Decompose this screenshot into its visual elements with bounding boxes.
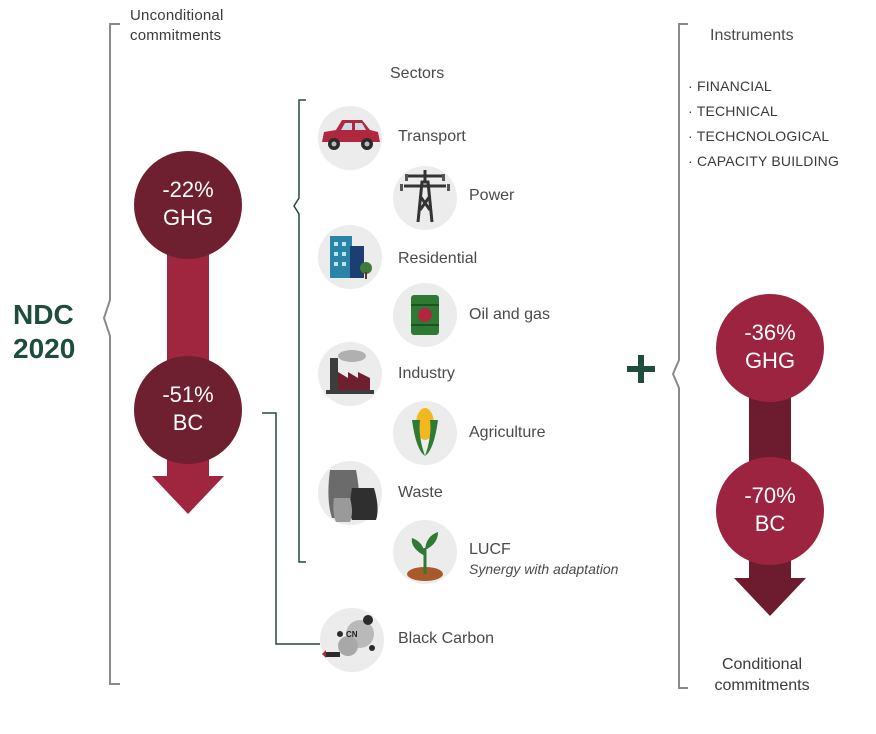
- ghg-22-unit: GHG: [162, 205, 214, 230]
- conditional-line1: Conditional: [721, 656, 803, 673]
- sector-agriculture: Agriculture: [469, 424, 546, 441]
- cn-badge: CN: [346, 630, 358, 639]
- ghg-22-value: -22%: [162, 177, 214, 202]
- unconditional-line1: Unconditional: [130, 7, 224, 24]
- bc-51-unit: BC: [172, 410, 204, 435]
- ghg-36-value: -36%: [744, 320, 796, 345]
- bc-70-unit: BC: [754, 511, 786, 536]
- factory-icon: [326, 350, 374, 394]
- conditional-label: Conditional commitments: [698, 654, 826, 696]
- ndc-line1: NDC: [13, 299, 74, 330]
- ghg-36-circle: [716, 294, 824, 402]
- bc-51-value: -51%: [162, 382, 214, 407]
- instruments-title: Instruments: [710, 27, 794, 44]
- sectors-bracket: [293, 99, 306, 563]
- sectors-title: Sectors: [390, 65, 445, 82]
- power-tower-icon: [404, 170, 446, 223]
- ghg-36-unit: GHG: [744, 348, 796, 373]
- unconditional-label: Unconditional commitments: [130, 6, 224, 46]
- soot-icon: [322, 615, 375, 658]
- right-arrowhead: [734, 578, 806, 616]
- instrument-item: · FINANCIAL: [688, 78, 772, 94]
- building-icon: [330, 236, 372, 279]
- sector-transport: Transport: [398, 128, 466, 145]
- sector-lucf: LUCF: [469, 541, 511, 558]
- oil-barrel-icon: [411, 295, 439, 335]
- plus-v: [638, 355, 644, 383]
- unconditional-line2: commitments: [130, 27, 222, 44]
- ndc-line2: 2020: [13, 333, 76, 364]
- sector-power: Power: [469, 187, 515, 204]
- garbage-bags-icon: [328, 470, 378, 522]
- instrument-item: · TECHCNOLOGICAL: [688, 128, 830, 144]
- bc-51-text: -51% BC: [134, 381, 242, 437]
- right-bracket: [671, 23, 688, 689]
- sector-residential: Residential: [398, 250, 478, 267]
- ghg-22-text: -22% GHG: [134, 176, 242, 232]
- sector-oil-gas: Oil and gas: [469, 306, 550, 323]
- car-icon: [322, 120, 380, 150]
- bc-70-text: -70% BC: [716, 482, 824, 538]
- bc-51-circle: [134, 356, 242, 464]
- ghg-22-circle: [134, 151, 242, 259]
- left-arrowhead: [152, 476, 224, 514]
- instrument-item: · TECHNICAL: [688, 103, 778, 119]
- sector-waste: Waste: [398, 484, 443, 501]
- ghg-36-text: -36% GHG: [716, 319, 824, 375]
- bc-70-circle: [716, 457, 824, 565]
- sector-black-carbon: Black Carbon: [398, 630, 495, 647]
- instrument-item: · CAPACITY BUILDING: [688, 153, 840, 169]
- plant-icon: [407, 532, 443, 581]
- sector-industry: Industry: [398, 365, 455, 382]
- ndc-title: NDC 2020: [13, 298, 75, 366]
- bc-connector: [262, 412, 320, 645]
- sector-lucf-sub: Synergy with adaptation: [469, 561, 619, 577]
- bc-70-value: -70%: [744, 483, 796, 508]
- instruments-list: · FINANCIAL · TECHNICAL · TECHCNOLOGICAL…: [688, 74, 839, 174]
- left-bracket: [102, 23, 120, 685]
- corn-icon: [412, 408, 438, 456]
- conditional-line2: commitments: [714, 677, 810, 694]
